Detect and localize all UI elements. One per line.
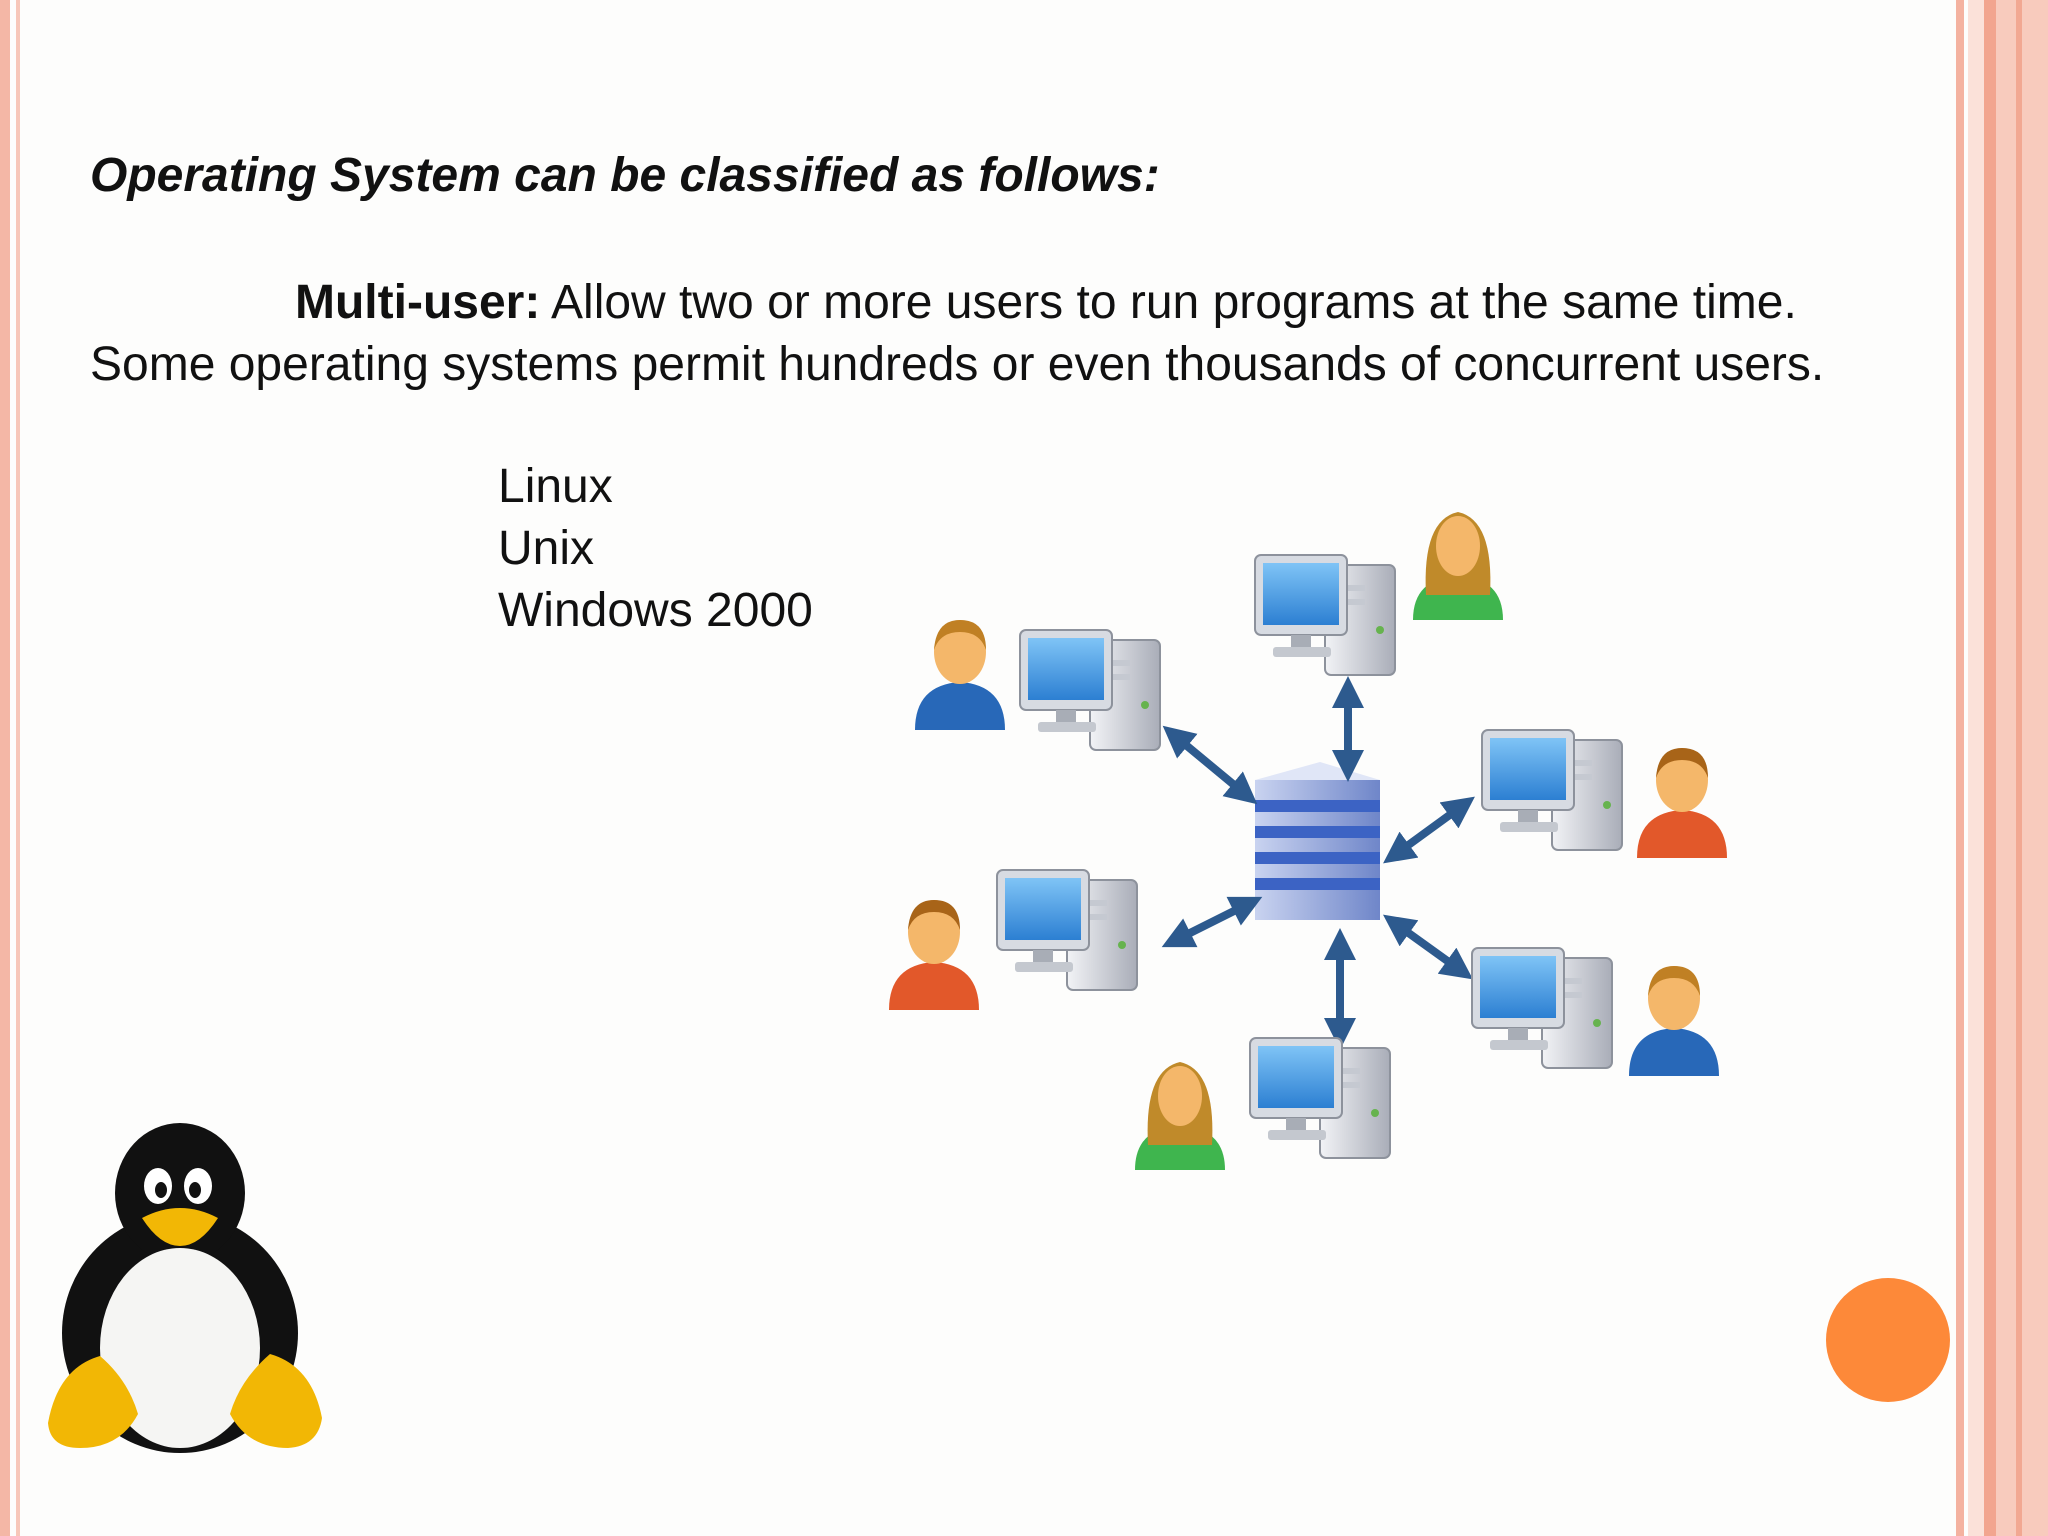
multi-user-description: Allow two or more users to run programs …	[90, 276, 1825, 391]
workstation-bottom-right	[1471, 947, 1719, 1076]
connection-arrows	[1161, 676, 1475, 1050]
os-example-item: Windows 2000	[498, 584, 813, 637]
server-icon	[1255, 762, 1380, 920]
os-example-list: Linux Unix Windows 2000	[498, 456, 813, 642]
right-border-stripe	[1984, 0, 1996, 1536]
workstation-top-left	[915, 620, 1161, 751]
workstation-right	[1481, 729, 1727, 858]
right-border-stripe	[2016, 0, 2022, 1536]
slide-heading: Operating System can be classified as fo…	[90, 149, 1160, 202]
right-border-stripe	[1968, 0, 1984, 1536]
workstation-bottom	[1135, 1037, 1391, 1170]
multi-user-label: Multi-user:	[295, 276, 541, 329]
linux-penguin-icon	[48, 1123, 322, 1453]
workstation-top	[1254, 512, 1503, 676]
os-example-item: Unix	[498, 522, 595, 575]
left-border	[0, 0, 10, 1536]
right-border	[1956, 0, 1964, 1536]
right-border-stripe	[1996, 0, 2048, 1536]
left-border-inner	[16, 0, 20, 1536]
multi-user-paragraph: Multi-user: Allow two or more users to r…	[90, 272, 1930, 396]
multi-user-network-icon	[889, 512, 1727, 1170]
orange-accent-dot	[1826, 1278, 1950, 1402]
os-example-item: Linux	[498, 460, 613, 513]
workstation-left	[889, 869, 1138, 1010]
